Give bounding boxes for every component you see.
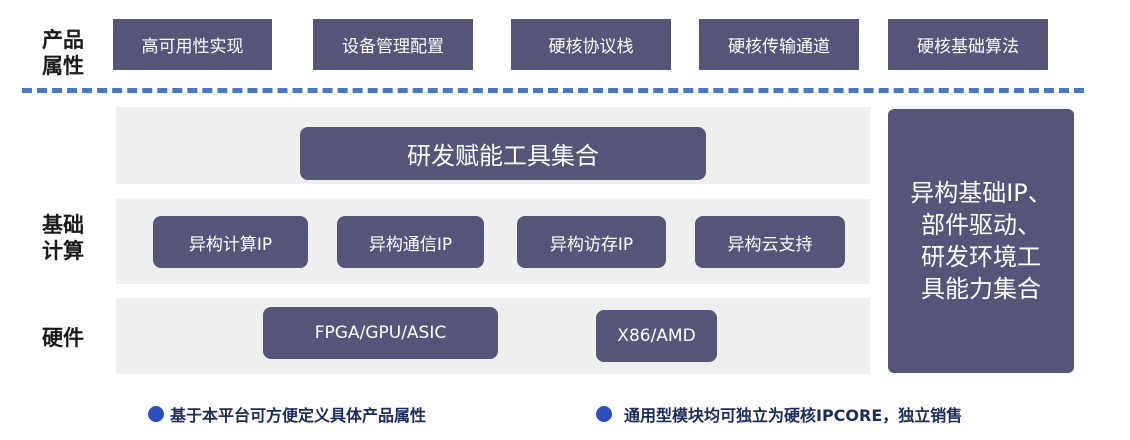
label-line: 基础 [42,213,84,237]
hardware-x86-amd: X86/AMD [596,310,717,362]
attr-hard-base-algorithm: 硬核基础算法 [888,19,1048,70]
side-summary-box: 异构基础IP、 部件驱动、 研发环境工 具能力集合 [888,109,1074,373]
label-line: 属性 [42,54,84,78]
side-line: 具能力集合 [921,275,1041,303]
hetero-comm-ip: 异构通信IP [337,216,484,268]
side-line: 研发环境工 [921,243,1041,271]
dashed-separator [22,88,1084,93]
rd-tools-box: 研发赋能工具集合 [300,127,706,180]
side-line: 部件驱动、 [921,211,1041,239]
hetero-memory-ip: 异构访存IP [517,216,666,268]
side-line: 异构基础IP、 [910,179,1052,207]
hardware-fpga-gpu-asic: FPGA/GPU/ASIC [263,307,498,359]
bullet-dot-icon [148,406,164,422]
hetero-compute-ip: 异构计算IP [153,216,308,268]
hardware-label: 硬件 [42,326,84,350]
base-compute-label: 基础 计算 [38,212,88,264]
product-attributes-label: 产品 属性 [38,27,88,79]
note-text: 通用型模块均可独立为硬核IPCORE，独立销售 [624,406,963,425]
attr-hard-protocol-stack: 硬核协议栈 [511,19,671,70]
label-line: 产品 [42,28,84,52]
note-text: 基于本平台可方便定义具体产品属性 [170,406,427,425]
note-ipcore: 通用型模块均可独立为硬核IPCORE，独立销售 [596,402,962,426]
bullet-dot-icon [596,406,612,422]
hetero-cloud-support: 异构云支持 [695,216,845,268]
attr-device-management: 设备管理配置 [313,19,473,70]
label-line: 计算 [42,239,84,263]
attr-high-availability: 高可用性实现 [113,19,272,70]
note-platform: 基于本平台可方便定义具体产品属性 [148,402,426,426]
attr-hard-transport-channel: 硬核传输通道 [699,19,859,70]
